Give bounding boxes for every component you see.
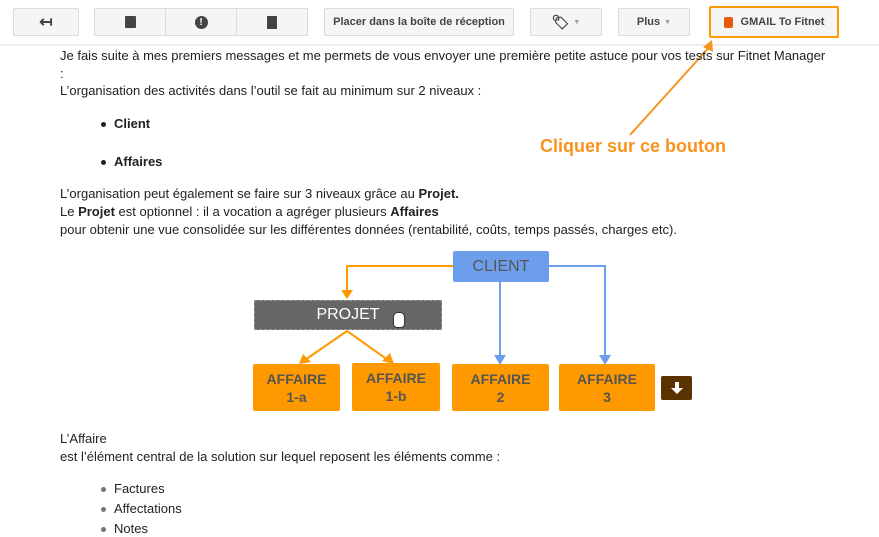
- chevron-down-icon: ▼: [573, 18, 581, 26]
- list-item: Affectations: [114, 501, 182, 516]
- reply-arrow-icon: ↤: [39, 14, 53, 31]
- more-button[interactable]: Plus▼: [618, 8, 690, 36]
- spam-button[interactable]: !: [165, 8, 237, 36]
- bullet: [101, 122, 106, 127]
- paragraph-intro: Je fais suite à mes premiers messages et…: [60, 48, 826, 81]
- more-label: Plus: [636, 16, 661, 28]
- level-client: Client: [114, 116, 151, 131]
- bullet: [101, 527, 106, 532]
- diagram-client-box: CLIENT: [453, 251, 549, 282]
- bullet: [101, 487, 106, 492]
- paragraph-central: est l’élément central de la solution sur…: [60, 449, 501, 464]
- list-item: Notes: [114, 521, 148, 536]
- download-image-button[interactable]: [661, 376, 692, 400]
- gmail-to-fitnet-label: GMAIL To Fitnet: [740, 16, 825, 28]
- paragraph-affaire: L’Affaire: [60, 431, 107, 446]
- spam-icon: !: [194, 15, 208, 29]
- archive-button[interactable]: [94, 8, 166, 36]
- bullet: [101, 507, 106, 512]
- level-affaires: Affaires: [114, 154, 163, 169]
- paragraph-projet: L’organisation peut également se faire s…: [60, 186, 677, 237]
- hand-cursor-icon: [393, 312, 405, 328]
- chevron-down-icon: ▼: [664, 18, 672, 26]
- diagram-projet-label: PROJET: [316, 306, 380, 323]
- diagram-projet-box: PROJET: [254, 300, 442, 330]
- toolbar: ↤ ! Placer dans la boîte de réception 🏷▼…: [0, 0, 879, 46]
- delete-button[interactable]: [236, 8, 308, 36]
- move-to-inbox-button[interactable]: Placer dans la boîte de réception: [324, 8, 514, 36]
- move-to-inbox-label: Placer dans la boîte de réception: [333, 16, 505, 28]
- paragraph-levels: L’organisation des activités dans l’outi…: [60, 83, 482, 98]
- fitnet-logo-icon: [723, 16, 733, 28]
- download-arrow-icon: [670, 382, 683, 394]
- callout-text: Cliquer sur ce bouton: [540, 136, 727, 156]
- archive-icon: [124, 16, 136, 28]
- gmail-to-fitnet-button[interactable]: GMAIL To Fitnet: [709, 6, 839, 38]
- trash-icon: [267, 15, 277, 29]
- labels-button[interactable]: 🏷▼: [530, 8, 602, 36]
- back-button[interactable]: ↤: [13, 8, 79, 36]
- bullet: [101, 160, 106, 165]
- list-item: Factures: [114, 481, 165, 496]
- tag-icon: 🏷: [551, 13, 570, 30]
